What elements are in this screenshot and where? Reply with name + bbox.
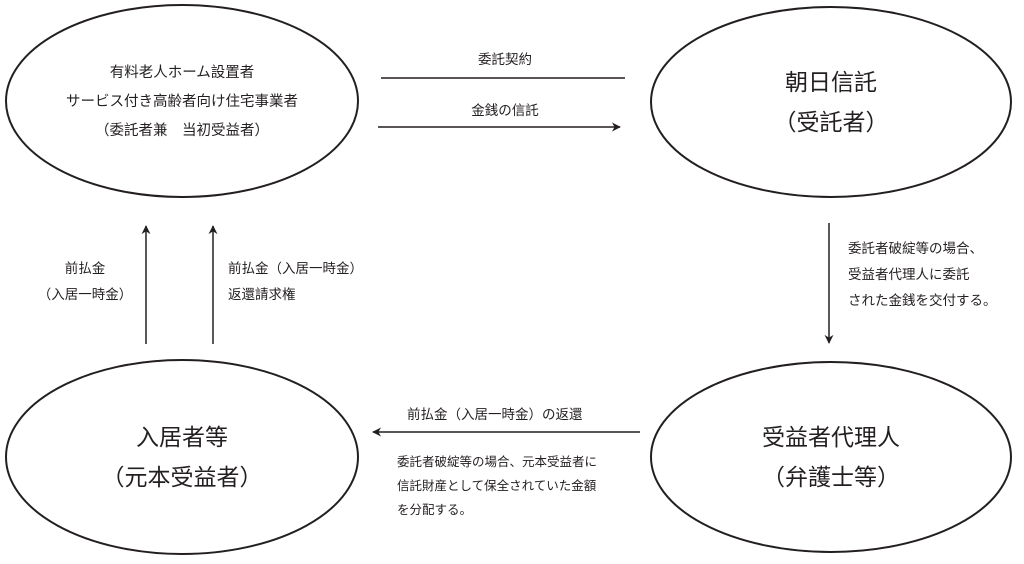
agent-line2: （弁護士等）: [762, 465, 900, 491]
refund-claim-label: 前払金（入居一時金） 返還請求権: [228, 256, 363, 308]
money-trust-label: 金銭の信託: [471, 103, 539, 119]
agent-node: [650, 361, 1012, 553]
settlor-line3: （委託者兼 当初受益者）: [95, 123, 269, 139]
refund-claim-line2: 返還請求権: [228, 287, 296, 303]
return-note-line1: 委託者破綻等の場合、元本受益者に: [397, 454, 598, 469]
prepayment-label: 前払金 （入居一時金）: [30, 256, 140, 308]
delivery-line3: された金銭を交付する。: [848, 293, 997, 309]
residents-node: [5, 359, 359, 555]
return-note-line2: 信託財産として保全されていた金額: [397, 478, 597, 493]
agent-label: 受益者代理人 （弁護士等）: [700, 418, 962, 498]
return-label: 前払金（入居一時金）の返還: [407, 407, 583, 423]
trustee-label: 朝日信託 （受託者）: [700, 63, 962, 143]
settlor-label: 有料老人ホーム設置者 サービス付き高齢者向け住宅事業者 （委託者兼 当初受益者）: [20, 59, 344, 146]
settlor-line1: 有料老人ホーム設置者: [109, 65, 255, 81]
return-note-line3: を分配する。: [397, 502, 473, 517]
contract-label: 委託契約: [478, 52, 532, 68]
agent-line1: 受益者代理人: [762, 425, 900, 451]
residents-line1: 入居者等: [136, 425, 228, 451]
prepayment-line1: 前払金: [64, 261, 106, 277]
residents-line2: （元本受益者）: [101, 465, 263, 491]
settlor-node: [5, 4, 359, 198]
trustee-line2: （受託者）: [773, 110, 889, 136]
delivery-line2: 受益者代理人に委託: [848, 267, 970, 283]
settlor-line2: サービス付き高齢者向け住宅事業者: [66, 94, 298, 110]
refund-claim-line1: 前払金（入居一時金）: [228, 261, 363, 277]
trustee-node: [650, 6, 1012, 198]
delivery-line1: 委託者破綻等の場合、: [848, 241, 983, 257]
prepayment-line2: （入居一時金）: [37, 287, 133, 303]
residents-label: 入居者等 （元本受益者）: [51, 418, 313, 498]
return-note: 委託者破綻等の場合、元本受益者に 信託財産として保全されていた金額 を分配する。: [397, 450, 597, 522]
trustee-line1: 朝日信託: [785, 70, 877, 96]
delivery-label: 委託者破綻等の場合、 受益者代理人に委託 された金銭を交付する。: [848, 236, 997, 314]
